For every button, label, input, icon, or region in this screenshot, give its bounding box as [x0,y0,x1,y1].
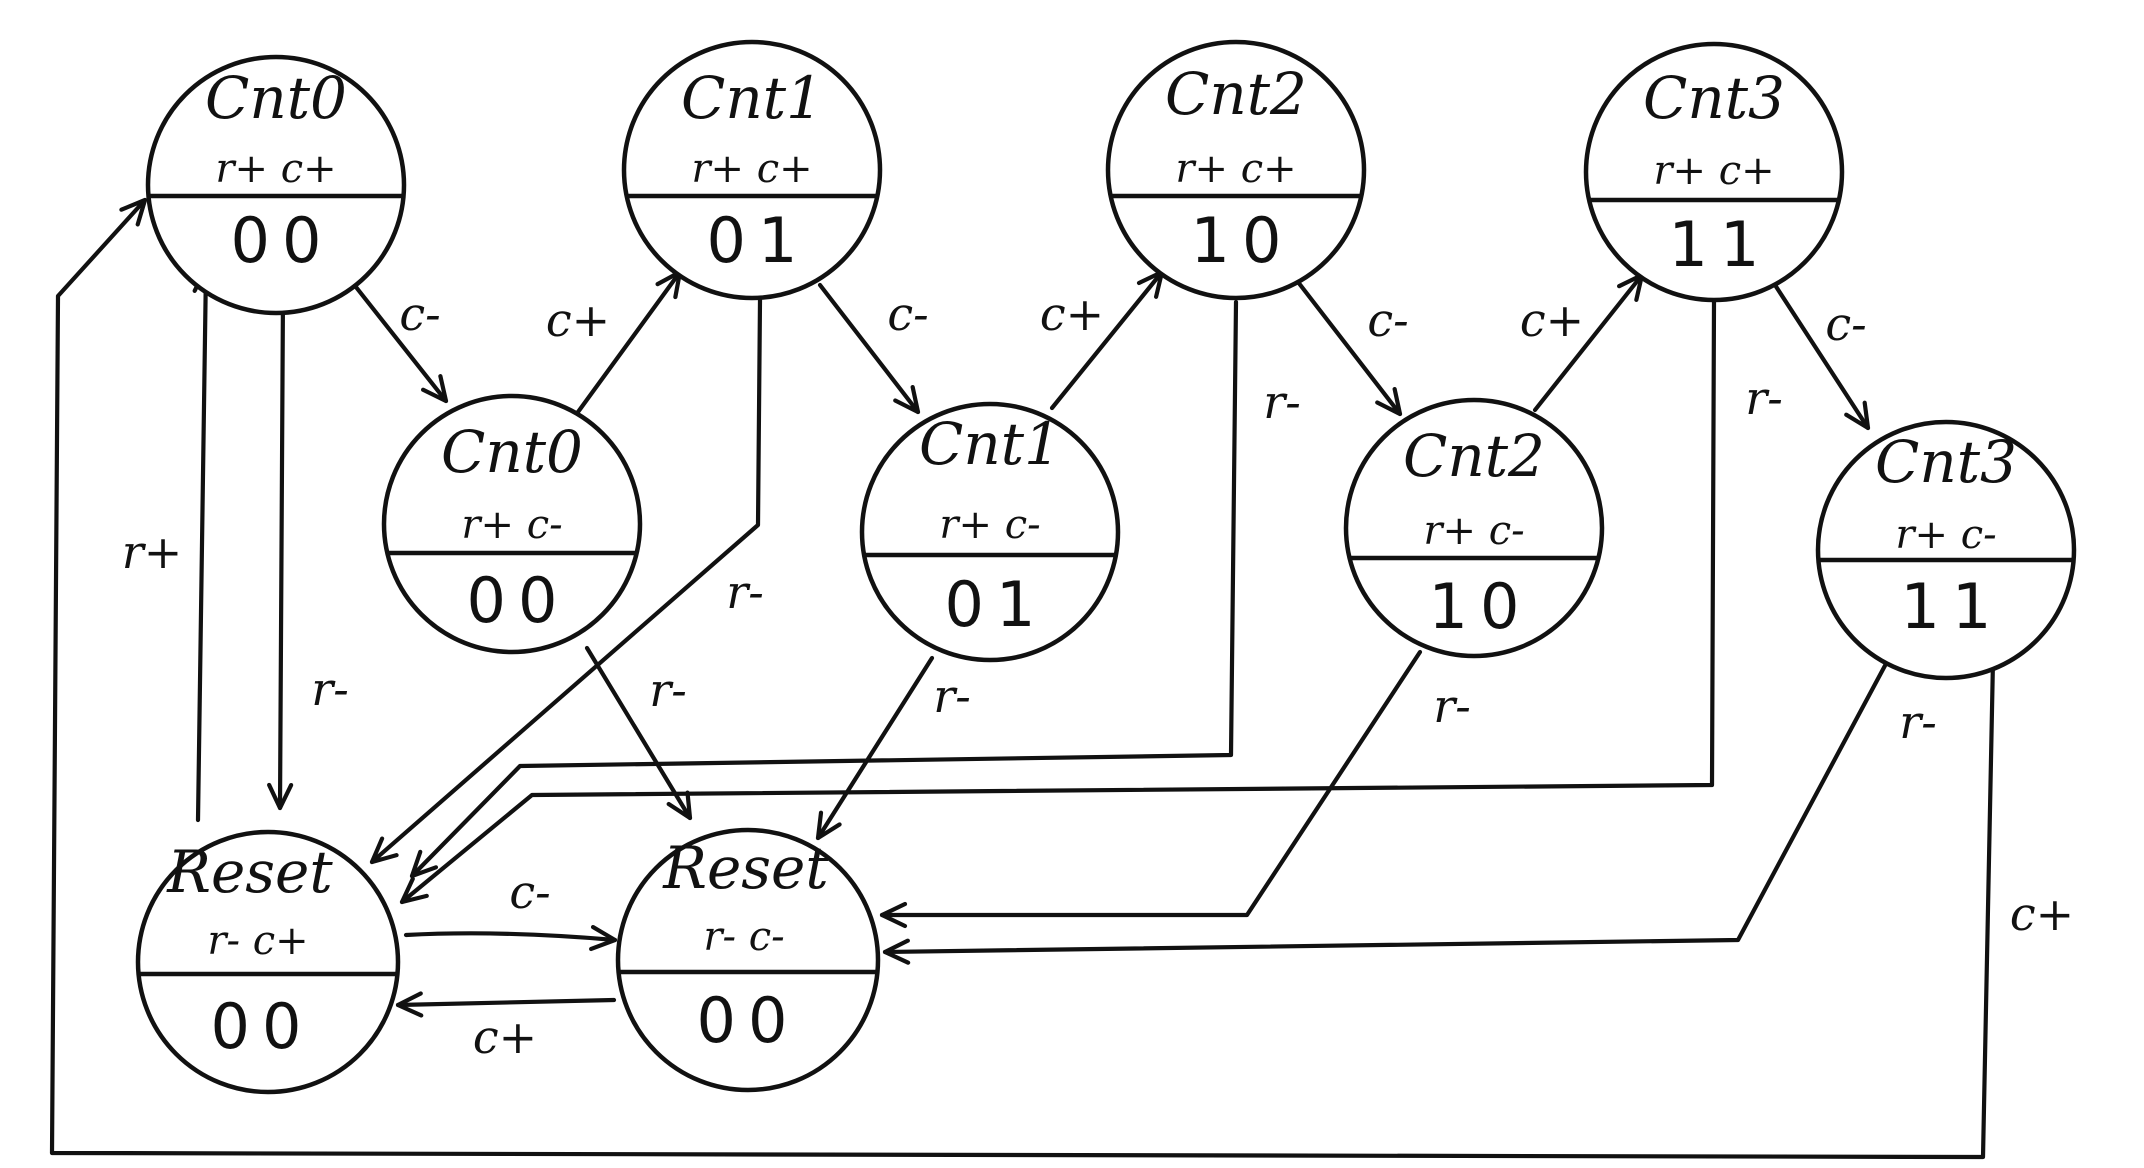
state-output: 01 [707,204,810,277]
state-signals: r+ c- [1423,508,1524,554]
state-node-cnt0-hi[interactable]: Cnt0 r+ c+ 00 [145,54,407,316]
state-name: Cnt1 [681,64,823,132]
edge-label-t1: c- [399,287,440,341]
state-node-cnt1-lo[interactable]: Cnt1 r+ c- 01 [859,401,1121,663]
state-signals: r+ c+ [691,146,812,192]
state-node-cnt2-hi[interactable]: Cnt2 r+ c+ 10 [1105,39,1367,301]
state-signals: r+ c+ [1653,148,1774,194]
state-output: 01 [945,568,1048,641]
edge-label-t2: c+ [546,293,610,347]
state-name: Cnt2 [1403,422,1545,490]
state-node-cnt1-hi[interactable]: Cnt1 r+ c+ 01 [621,39,883,301]
edge-label-t14: r- [933,669,971,723]
state-signals: r+ c- [461,502,562,548]
edge-label-t15: r- [1433,679,1471,733]
state-name: Cnt2 [1165,60,1307,128]
edge-label-t5: c- [1367,293,1408,347]
state-name: Cnt0 [441,418,583,486]
state-circle [615,827,881,1093]
edge-t7 [1772,282,1871,431]
state-output: 00 [231,204,334,277]
state-signals: r+ c- [939,502,1040,548]
state-signals: r+ c+ [215,146,336,192]
edge-label-t12: r- [1745,371,1783,425]
edge-t1 [349,279,449,404]
state-output: 10 [1191,204,1294,277]
state-signals: r+ c- [1895,512,1996,558]
edge-t2 [575,269,683,415]
state-circle [1583,41,1845,303]
state-signals: r- c+ [207,918,308,964]
state-node-cnt3-lo[interactable]: Cnt3 r+ c- 11 [1815,419,2077,681]
edge-t11 [409,299,1239,879]
state-circle [1343,397,1605,659]
state-circle [859,401,1121,663]
edge-t12 [399,299,1717,905]
state-output: 11 [1669,208,1772,281]
edge-t15 [879,649,1423,929]
state-name: Reset [662,834,829,902]
state-circle [381,393,643,655]
edge-label-t7: c- [1825,297,1866,351]
state-circle [1815,419,2077,681]
edge-t3 [817,282,921,415]
state-name: Cnt1 [919,410,1061,478]
state-signals: r- c- [703,914,784,960]
edge-label-t6: c+ [1520,293,1584,347]
state-circle [621,39,883,301]
edge-label-t10: r- [726,565,764,619]
edge-label-t4: c+ [1040,287,1104,341]
edge-t4 [1049,269,1165,411]
state-name: Cnt3 [1643,64,1785,132]
state-name: Reset [166,838,333,906]
state-node-cnt2-lo[interactable]: Cnt2 r+ c- 10 [1343,397,1605,659]
edge-label-t17: c- [509,865,550,919]
edge-label-t18: c+ [473,1010,537,1064]
edge-t10 [369,297,763,865]
edge-label-t16: r- [1899,695,1937,749]
edge-t16 [882,657,1891,965]
state-node-cnt0-lo[interactable]: Cnt0 r+ c- 00 [381,393,643,655]
edge-t6 [1532,272,1645,413]
state-node-reset-b[interactable]: Reset r- c- 00 [615,827,881,1093]
state-output: 00 [467,564,570,637]
state-circle [145,54,407,316]
edge-t9 [192,265,219,823]
nodes-layer: Cnt0 r+ c+ 00 Cnt1 r+ c+ 01 Cnt2 r+ c+ 1… [135,39,2077,1095]
state-node-reset-a[interactable]: Reset r- c+ 00 [135,829,401,1095]
edges-layer [49,197,1996,1160]
edge-labels-layer: c- c+ c- c+ c- c+ c- r- r+ r- r- r- r- r… [122,287,2074,1064]
edge-label-t13: r- [649,663,687,717]
edge-t17 [403,924,618,952]
edge-label-t3: c- [887,287,928,341]
edge-label-t19: c+ [2010,887,2074,941]
edge-t13 [584,645,693,821]
state-output: 10 [1429,570,1532,643]
edge-t5 [1295,279,1403,417]
edge-label-t8: r- [311,662,349,716]
state-name: Cnt3 [1875,428,2017,496]
edge-t14 [815,655,935,841]
state-output: 00 [211,990,314,1063]
state-signals: r+ c+ [1175,146,1296,192]
state-circle [135,829,401,1095]
edge-label-t11: r- [1263,375,1301,429]
edge-t18 [395,991,617,1018]
state-output: 11 [1901,570,2004,643]
edge-t8 [267,290,294,811]
state-name: Cnt0 [205,64,347,132]
edge-t19 [49,197,1996,1160]
state-output: 00 [697,984,800,1057]
edge-label-t9: r+ [122,525,183,579]
state-circle [1105,39,1367,301]
state-node-cnt3-hi[interactable]: Cnt3 r+ c+ 11 [1583,41,1845,303]
